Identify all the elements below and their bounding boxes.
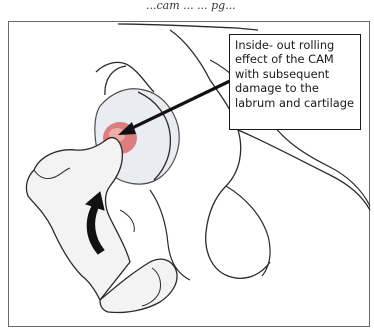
annotation-callout-box: Inside- out rolling effect of the CAM wi… bbox=[229, 34, 361, 130]
annotation-callout-text: Inside- out rolling effect of the CAM wi… bbox=[235, 38, 356, 110]
pelvis-lower-contour bbox=[226, 186, 270, 276]
